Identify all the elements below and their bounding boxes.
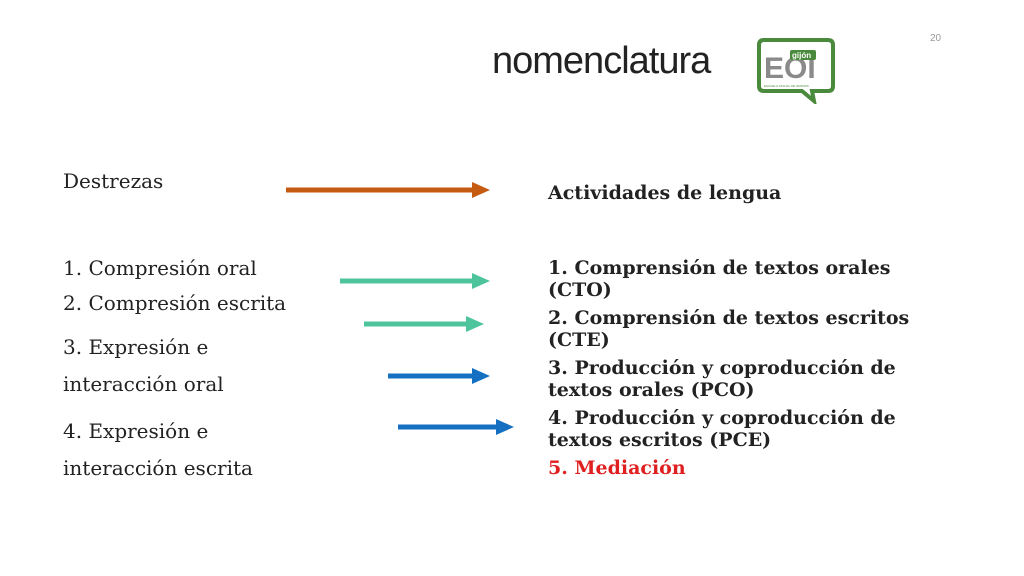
activity-item: 4. Producción y coproducción de <box>548 407 896 429</box>
skill-item: 3. Expresión e <box>63 335 209 359</box>
skill-item: 2. Compresión escrita <box>63 291 287 315</box>
logo-city: gijón <box>792 51 811 60</box>
logo-subtitle: ESCUELA OFICIAL DE IDIOMAS <box>764 84 809 88</box>
eoi-gijon-logo: EOI gijón ESCUELA OFICIAL DE IDIOMAS <box>757 38 835 104</box>
skill-item: interacción escrita <box>63 456 253 480</box>
arrow-compresion-escrita <box>364 316 484 332</box>
left-heading: Destrezas <box>63 169 164 193</box>
arrow-heading <box>286 182 490 198</box>
activity-item: (CTE) <box>548 329 610 351</box>
page-number: 20 <box>930 33 942 44</box>
skill-item: interacción oral <box>63 372 224 396</box>
activity-item: textos escritos (PCE) <box>548 429 772 451</box>
arrow-compresion-oral <box>340 273 490 289</box>
skill-item: 4. Expresión e <box>63 419 209 443</box>
activity-item: 1. Comprensión de textos orales <box>548 257 891 279</box>
slide-title: nomenclatura <box>492 40 711 82</box>
skill-item: 1. Compresión oral <box>63 256 257 280</box>
arrow-expresion-oral <box>388 368 490 384</box>
arrow-expresion-escrita <box>398 419 514 435</box>
activity-item-mediacion: 5. Mediación <box>548 457 686 479</box>
activity-item: (CTO) <box>548 279 612 301</box>
activity-item: textos orales (PCO) <box>548 379 755 401</box>
activity-item: 2. Comprensión de textos escritos <box>548 307 910 329</box>
right-heading: Actividades de lengua <box>548 182 782 204</box>
activity-item: 3. Producción y coproducción de <box>548 357 896 379</box>
